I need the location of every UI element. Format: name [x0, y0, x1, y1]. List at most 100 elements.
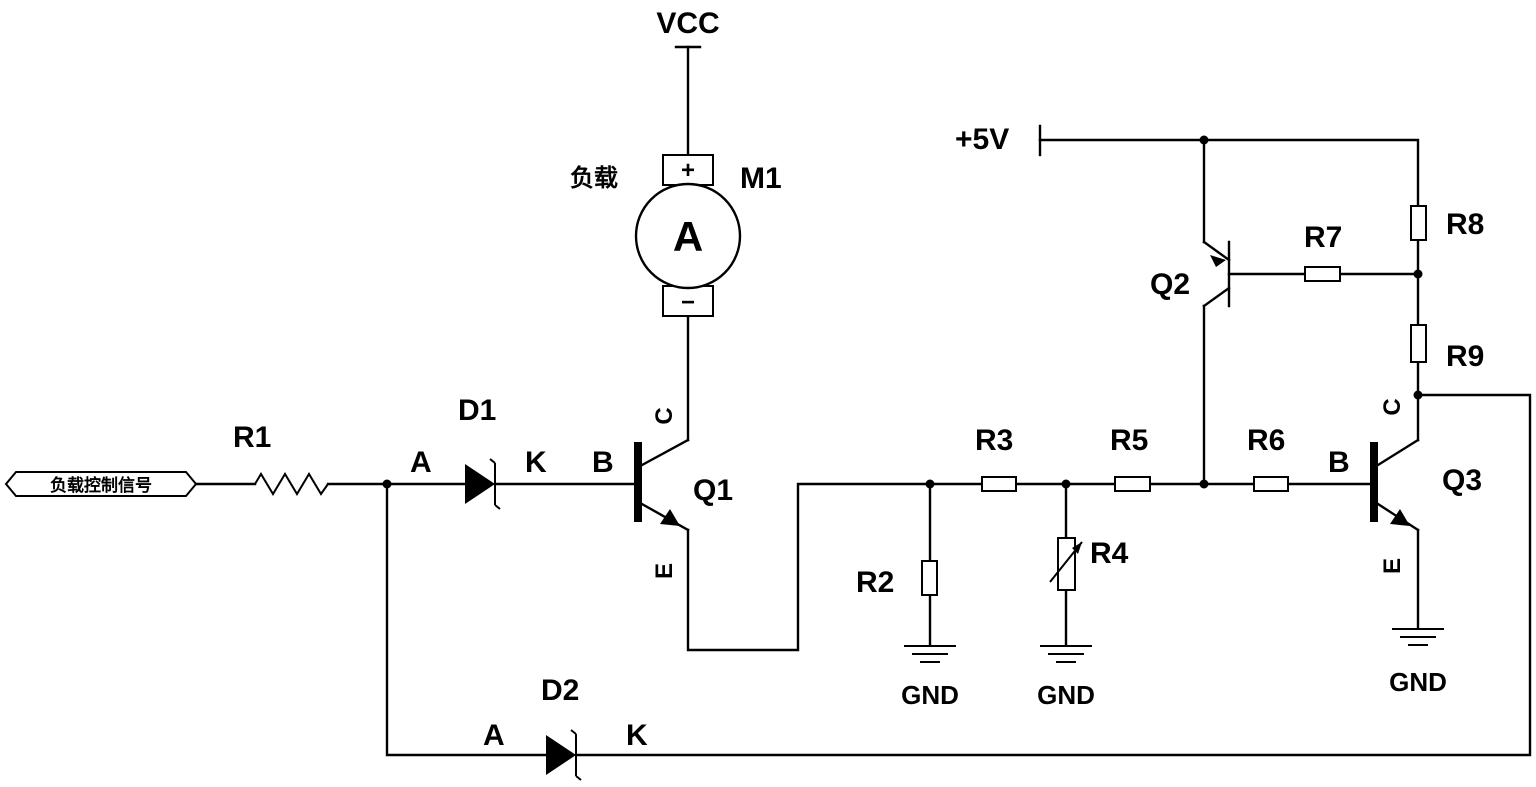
r8-label: R8	[1446, 208, 1484, 241]
ground-q3: GND	[1389, 628, 1447, 697]
gnd-label: GND	[901, 680, 959, 710]
diode-triangle	[465, 464, 495, 504]
q2-label: Q2	[1150, 268, 1190, 301]
q1-collector-lead	[640, 438, 690, 467]
resistor-r4: R4	[1049, 537, 1129, 591]
wire-d2-q3-collector	[576, 393, 1532, 757]
resistor-r3: R3	[975, 424, 1017, 492]
gnd-label: GND	[1037, 680, 1095, 710]
motor-symbol: A	[673, 213, 703, 260]
resistor-r9: R9	[1410, 324, 1484, 373]
resistor-body	[1410, 324, 1427, 363]
ground-r2: GND	[901, 645, 959, 710]
transistor-q3: Q3 B C E	[1328, 398, 1482, 574]
junction-dot	[1413, 269, 1423, 279]
d2-cathode-label: K	[626, 719, 648, 752]
resistor-r2: R2	[856, 560, 938, 599]
wire-5v-rail	[1038, 138, 1420, 208]
resistor-body	[1057, 537, 1076, 591]
junction-dot	[925, 479, 935, 489]
resistor-r5: R5	[1110, 424, 1151, 492]
motor-minus-terminal	[662, 285, 714, 317]
q1-base-label: B	[592, 446, 614, 479]
d2-label: D2	[541, 674, 579, 707]
vcc-supply: VCC	[656, 7, 720, 49]
d1-anode-label: A	[410, 446, 432, 479]
zener-bar	[489, 458, 501, 510]
q3-label: Q3	[1442, 464, 1482, 497]
resistor-body	[1253, 476, 1289, 492]
diode-triangle	[546, 735, 576, 775]
motor-plus-terminal	[662, 154, 714, 186]
transistor-q2: Q2	[1150, 240, 1231, 308]
motor-caption: 负载	[570, 164, 618, 192]
resistor-r1: R1	[233, 421, 329, 496]
vcc-label: VCC	[656, 7, 719, 40]
resistor-r7: R7	[1304, 221, 1342, 282]
motor-minus-sign: −	[681, 289, 695, 316]
r9-label: R9	[1446, 340, 1484, 373]
d2-anode-label: A	[483, 719, 505, 752]
junction-dot	[1199, 479, 1209, 489]
input-port-label: 负载控制信号	[50, 475, 152, 496]
motor-body	[634, 182, 742, 290]
r6-label: R6	[1247, 424, 1285, 457]
q1-emitter-label: E	[651, 563, 678, 579]
junction-dot	[382, 479, 392, 489]
resistor-r8: R8	[1410, 205, 1484, 241]
diode-d2: D2 A K	[483, 674, 648, 781]
input-port: 负载控制信号	[4, 471, 198, 497]
resistor-zigzag	[254, 472, 329, 496]
junctions	[382, 135, 1423, 489]
junction-dot	[1199, 135, 1209, 145]
q3-collector-label: C	[1379, 398, 1406, 415]
ground-icon	[1040, 645, 1092, 663]
q3-emitter-arrow	[1390, 509, 1410, 526]
r7-label: R7	[1304, 221, 1342, 254]
resistor-body	[1114, 476, 1151, 492]
plus5v-label: +5V	[955, 123, 1009, 156]
d1-cathode-label: K	[525, 446, 547, 479]
junction-dot	[1413, 390, 1423, 400]
transistor-q1: Q1 B C E	[592, 407, 733, 579]
diode-d1: D1 A K	[410, 394, 547, 510]
q3-base-bar	[1370, 442, 1378, 522]
r1-label: R1	[233, 421, 271, 454]
plus5v-supply: +5V	[955, 123, 1042, 157]
d1-label: D1	[458, 394, 496, 427]
resistor-body	[921, 560, 938, 596]
r5-label: R5	[1110, 424, 1148, 457]
gnd-label: GND	[1389, 667, 1447, 697]
q1-base-bar	[634, 442, 642, 522]
resistor-body	[981, 476, 1017, 492]
r4-label: R4	[1090, 537, 1129, 570]
resistor-r6: R6	[1247, 424, 1289, 492]
r3-label: R3	[975, 424, 1013, 457]
q1-label: Q1	[693, 474, 733, 507]
q1-collector-label: C	[651, 407, 678, 424]
motor-m1: A + − M1 负载	[570, 154, 782, 317]
m1-label: M1	[740, 162, 782, 195]
wire-q1-emitter	[686, 482, 984, 652]
ground-icon	[1392, 628, 1444, 646]
r2-label: R2	[856, 566, 894, 599]
junction-dot	[1061, 479, 1071, 489]
q1-emitter-arrow	[660, 509, 680, 526]
input-port-shape	[4, 471, 198, 497]
q3-base-label: B	[1328, 446, 1350, 479]
variable-arrow-head	[1072, 542, 1082, 554]
ground-icon	[904, 645, 956, 663]
q3-emitter-label: E	[1379, 558, 1406, 574]
wire-node-d2	[385, 482, 548, 757]
resistor-body	[1304, 266, 1341, 282]
q2-collector-lead	[1202, 286, 1231, 308]
motor-plus-sign: +	[681, 157, 695, 184]
ground-r4: GND	[1037, 645, 1095, 710]
resistor-body	[1410, 205, 1427, 241]
zener-bar	[570, 729, 582, 781]
wires	[194, 45, 1532, 757]
q2-emitter-arrow	[1210, 255, 1226, 267]
q3-collector-lead	[1376, 438, 1420, 467]
